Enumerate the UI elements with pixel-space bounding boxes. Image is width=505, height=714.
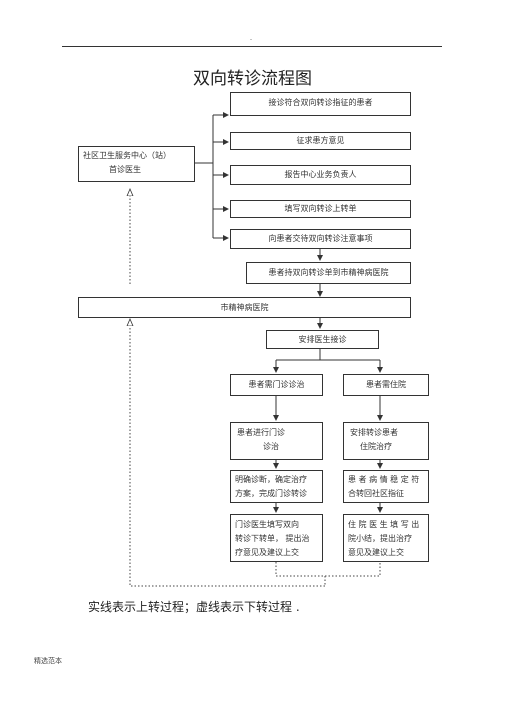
header-mark: -: [250, 36, 253, 43]
outpatient-treatment-box: 患者进行门诊 诊治: [230, 422, 323, 460]
discharge-summary-line3: 意见及建议上交: [348, 548, 404, 557]
stable-condition-line2: 合转回社区指征: [348, 489, 404, 498]
discharge-summary-box: 住 院 医 生 填 写 出 院小结，提出治疗 意见及建议上交: [343, 514, 429, 562]
outpatient-treatment-line2: 诊治: [263, 442, 279, 451]
patient-referral-box: 患者持双向转诊单到市精神病医院: [246, 262, 411, 284]
outpatient-treatment-line1: 患者进行门诊: [237, 428, 285, 437]
legend-caption: 实线表示上转过程；虚线表示下转过程 .: [88, 600, 300, 614]
community-health-center-box: 社区卫生服务中心（站） 首诊医生: [78, 146, 195, 182]
stable-condition-line1: 患 者 病 情 稳 定 符: [348, 475, 420, 484]
arrange-inpatient-line1: 安排转诊患者: [350, 428, 398, 437]
header-rule: [62, 46, 442, 47]
city-hospital-box: 市精神病医院: [78, 297, 411, 318]
arrange-doctor-box: 安排医生接诊: [266, 330, 379, 349]
inpatient-need-box: 患者需住院: [343, 374, 429, 396]
step-seek-opinion: 征求患方意见: [230, 132, 411, 150]
outpatient-form-line3: 疗意见及建议上交: [235, 548, 299, 557]
community-center-line2: 首诊医生: [109, 165, 141, 174]
outpatient-doctor-form-box: 门诊医生填写双向 转诊下转单， 提出治 疗意见及建议上交: [230, 514, 323, 562]
arrange-inpatient-box: 安排转诊患者 住院治疗: [343, 422, 429, 460]
footer-label: 精选范本: [34, 657, 62, 665]
community-center-line1: 社区卫生服务中心（站）: [83, 151, 171, 160]
step-fill-upward-form: 填写双向转诊上转单: [230, 200, 411, 218]
discharge-summary-line1: 住 院 医 生 填 写 出: [348, 520, 420, 529]
diagnosis-line2: 方案，完成门诊转诊: [235, 489, 307, 498]
diagram-title: 双向转诊流程图: [193, 69, 312, 89]
discharge-summary-line2: 院小结，提出治疗: [348, 534, 412, 543]
diagnosis-line1: 明确诊断，确定治疗: [235, 475, 307, 484]
outpatient-form-line2: 转诊下转单， 提出治: [235, 534, 310, 543]
step-receive-patient: 接诊符合双向转诊指征的患者: [230, 92, 411, 116]
step-inform-patient: 向患者交待双向转诊注意事项: [230, 229, 411, 249]
outpatient-form-line1: 门诊医生填写双向: [235, 520, 299, 529]
stable-condition-box: 患 者 病 情 稳 定 符 合转回社区指征: [343, 470, 429, 503]
outpatient-need-box: 患者需门诊诊治: [230, 374, 323, 396]
arrange-inpatient-line2: 住院治疗: [360, 442, 392, 451]
step-report-supervisor: 报告中心业务负责人: [230, 165, 411, 185]
diagnosis-box: 明确诊断，确定治疗 方案，完成门诊转诊: [230, 470, 323, 503]
